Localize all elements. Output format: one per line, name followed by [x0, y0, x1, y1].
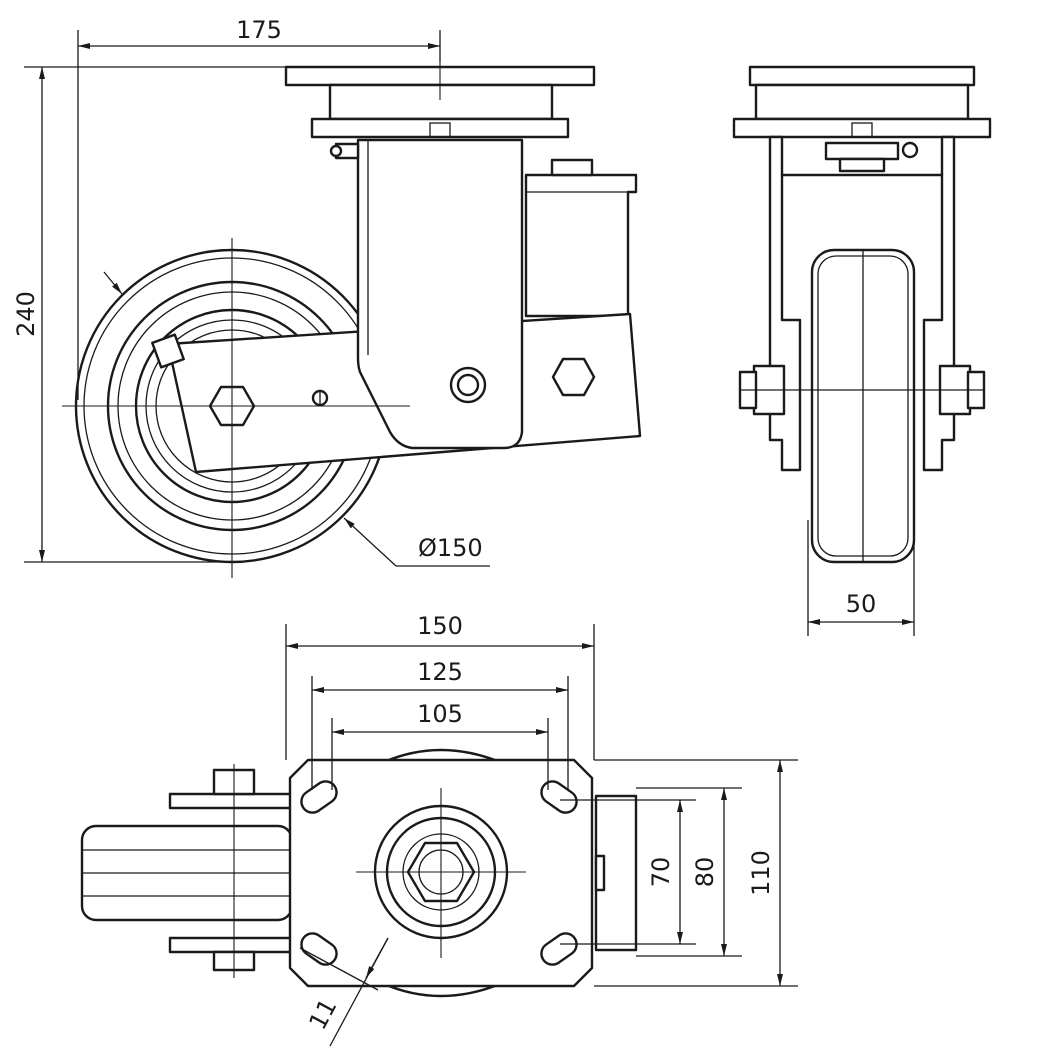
front-view	[732, 65, 992, 564]
dim-wheel-width: 50	[846, 590, 877, 618]
dim-hole-spacing-small: 70	[647, 857, 675, 888]
dimensions: 175 240 Ø150 50 150 125 105	[12, 16, 915, 1047]
dim-bolt-pitch-outer: 125	[417, 658, 463, 686]
dim-overall-height: 240	[12, 291, 40, 337]
dim-bolt-pitch-inner: 105	[417, 700, 463, 728]
dim-slot-width: 11	[303, 994, 342, 1034]
dim-wheel-diameter: Ø150	[418, 534, 483, 562]
dim-hole-spacing-large: 80	[691, 857, 719, 888]
top-view	[80, 748, 638, 998]
side-view	[62, 62, 642, 578]
dim-overall-width: 175	[236, 16, 282, 44]
side-pivot-bolt	[449, 366, 487, 404]
side-shock-housing	[524, 173, 638, 318]
dim-plate-length: 150	[417, 612, 463, 640]
side-bearing-ring	[328, 83, 554, 121]
dim-plate-width: 110	[747, 850, 775, 896]
side-fork	[356, 138, 524, 450]
side-lower-plate	[310, 117, 570, 139]
